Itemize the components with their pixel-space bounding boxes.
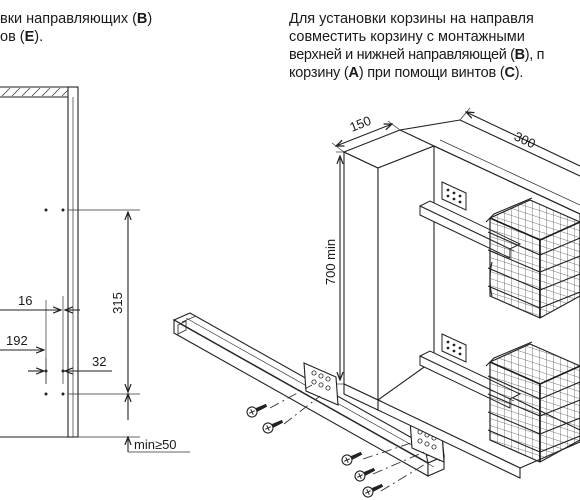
- left-instruction-line-2: ов (E).: [0, 29, 44, 45]
- dimension-32-label: 32: [92, 354, 106, 369]
- screw-icon: [262, 419, 284, 434]
- left-instruction-line-1: вки направляющих (B): [0, 11, 153, 27]
- right-instruction-line-3: верхней и нижней направляющей (B), п: [289, 47, 545, 63]
- screw-icon: [341, 451, 363, 466]
- dimension-16-label: 16: [18, 293, 32, 308]
- wall-bracket-upper: [441, 181, 467, 211]
- mounting-hole-markers: [44, 208, 65, 396]
- right-instruction-line-1: Для установки корзины на направля: [289, 11, 534, 27]
- mounting-bracket-upper: [303, 362, 339, 406]
- dimension-300-label: 300: [512, 129, 538, 152]
- wall-bracket-lower: [441, 333, 467, 363]
- dimension-192-label: 192: [6, 333, 28, 348]
- right-instruction-line-4: корзину (A) при помощи винтов (C).: [289, 65, 524, 81]
- dimension-min50-label: min≥50: [134, 437, 177, 452]
- dimension-150-label: 150: [347, 113, 373, 135]
- right-instruction-line-2: совместить корзину с монтажными: [289, 29, 525, 45]
- dimension-700-label: 700 min: [323, 239, 338, 285]
- dimension-700-min: 700 min: [323, 151, 344, 385]
- wire-basket-lower: [485, 341, 580, 463]
- dimension-315-label: 315: [110, 292, 125, 314]
- screw-icon: [246, 403, 268, 418]
- screw-icon: [354, 467, 376, 482]
- wire-basket-upper: [485, 197, 580, 319]
- cabinet-side-panel-drawing: 315 min≥50 16 192 32: [0, 86, 190, 453]
- screw-icon: [362, 483, 384, 498]
- isometric-assembly-drawing: 150 300 700 min: [172, 107, 580, 498]
- panel-top-hatch: [0, 86, 78, 98]
- screw-set: [246, 403, 384, 498]
